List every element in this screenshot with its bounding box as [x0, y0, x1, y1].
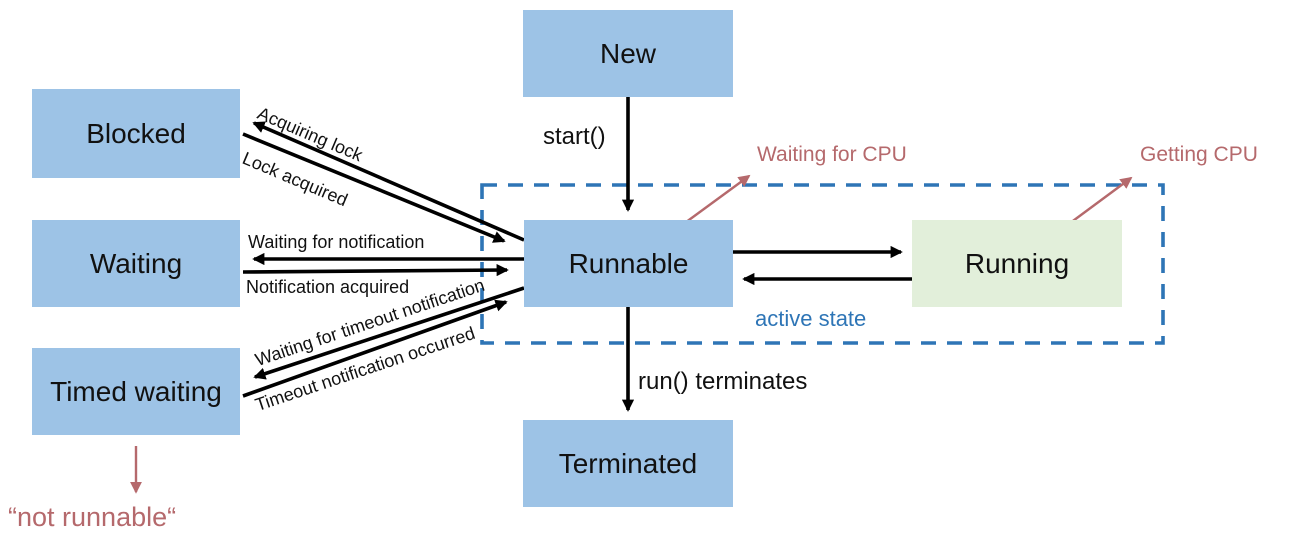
arrow-lock-acquired	[242, 132, 506, 243]
arrow-notification-acquired	[242, 263, 509, 277]
state-timed-waiting: Timed waiting	[32, 348, 240, 435]
label-waiting-for-notification: Waiting for notification	[248, 232, 425, 252]
state-runnable: Runnable	[524, 220, 733, 307]
annotation-getting-cpu: Getting CPU	[1140, 143, 1258, 166]
label-notification-acquired: Notification acquired	[246, 277, 410, 297]
state-terminated: Terminated	[523, 420, 733, 507]
state-new: New	[523, 10, 733, 97]
label-start: start()	[543, 123, 606, 150]
annotation-waiting-for-cpu: Waiting for CPU	[757, 143, 907, 166]
active-state-region	[480, 183, 1165, 345]
state-running: Running	[912, 220, 1122, 307]
annotation-active-state: active state	[755, 306, 867, 331]
state-blocked: Blocked	[32, 89, 240, 178]
arrow-waiting-for-cpu-callout	[677, 174, 751, 229]
label-run-terminates: run() terminates	[638, 368, 808, 395]
arrow-waiting-for-timeout	[253, 286, 525, 380]
arrow-acquiring-lock	[252, 121, 525, 242]
state-waiting: Waiting	[32, 220, 240, 307]
arrow-timeout-occurred	[242, 299, 508, 398]
annotation-not-runnable: “not runnable“	[8, 502, 177, 532]
